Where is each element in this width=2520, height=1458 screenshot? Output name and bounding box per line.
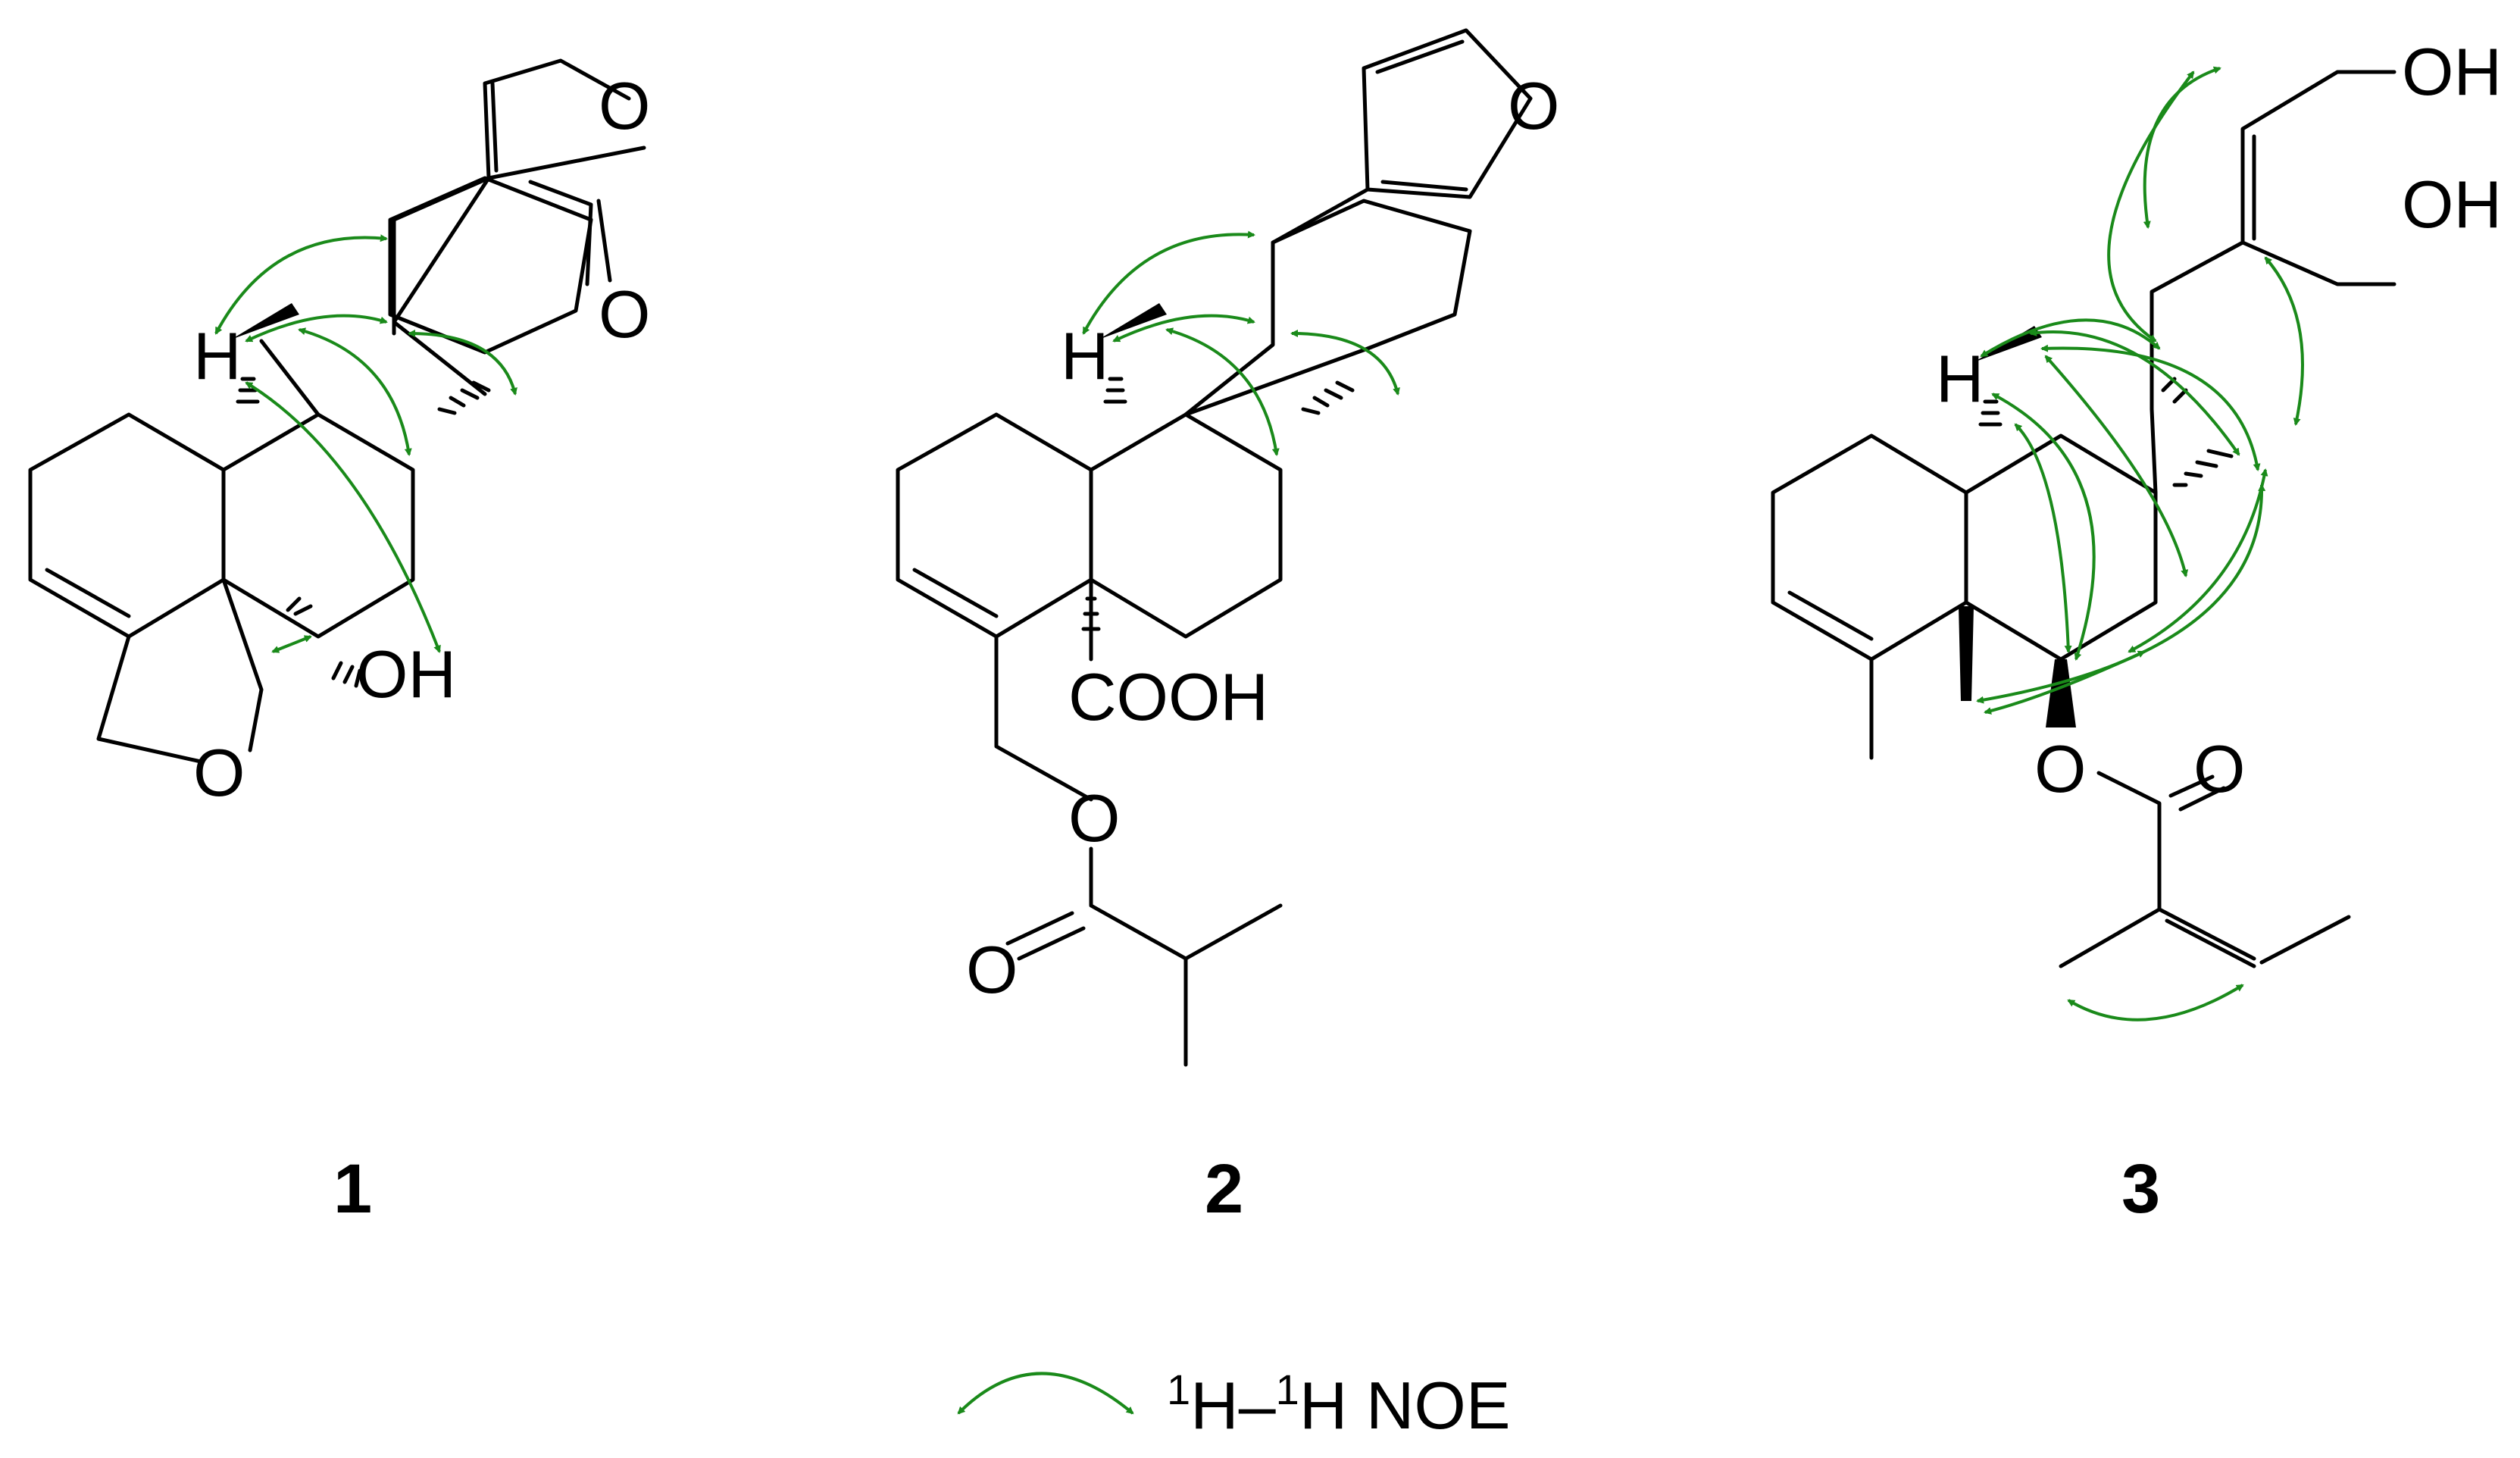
c3-oh-mid: OH	[2402, 167, 2502, 242]
c3-o-carbonyl: O	[2193, 731, 2245, 806]
compound-label-1: 1	[333, 1150, 372, 1228]
c3-o-ester: O	[2034, 731, 2086, 806]
c1-oh: OH	[356, 637, 456, 712]
compound-2-structure: O H COOH O O 2	[896, 28, 1559, 1228]
c1-o-carbonyl: O	[599, 277, 650, 352]
c1-noe-arrows	[214, 234, 517, 653]
legend-h1: H–	[1190, 1368, 1276, 1443]
c2-cooh: COOH	[1068, 659, 1268, 734]
legend-noe-arrow-icon	[957, 1372, 1134, 1415]
legend-sup-2: 1	[1276, 1366, 1299, 1413]
c3-h: H	[1936, 341, 1984, 416]
compound-label-3: 3	[2121, 1150, 2160, 1228]
compound-1-structure: O O H OH O 1	[28, 58, 650, 1228]
compound-3-structure: OH OH H O O 3	[1771, 34, 2502, 1228]
legend-rest: H NOE	[1299, 1368, 1511, 1443]
c2-noe-arrows	[1082, 230, 1400, 456]
c1-o-lactol: O	[193, 735, 245, 810]
c2-o-ester: O	[1068, 781, 1120, 856]
c3-noe-arrows	[1976, 66, 2304, 1022]
c1-o-ring: O	[599, 68, 650, 143]
legend-label: 1H–1H NOE	[1167, 1366, 1511, 1443]
c2-o-furan: O	[1508, 68, 1559, 143]
compound-label-2: 2	[1205, 1150, 1243, 1228]
legend: 1H–1H NOE	[957, 1366, 1511, 1443]
c2-o-carbonyl: O	[966, 932, 1018, 1007]
c3-oh-top: OH	[2402, 34, 2502, 109]
legend-sup-1: 1	[1167, 1366, 1190, 1413]
